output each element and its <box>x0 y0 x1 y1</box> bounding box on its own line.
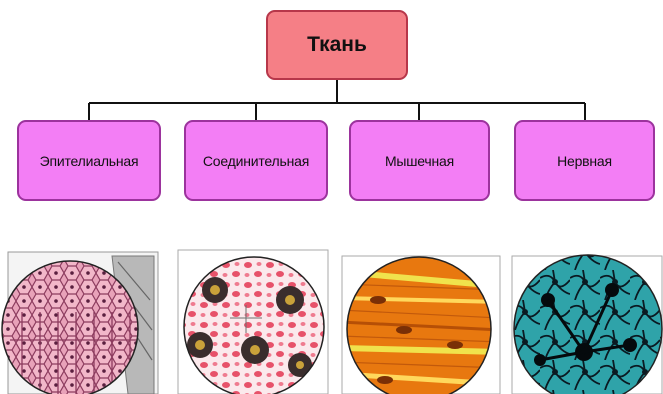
node-label: Нервная <box>557 153 612 169</box>
connectors <box>89 80 585 120</box>
connective-tissue-image <box>178 250 328 394</box>
node-label: Эпителиальная <box>40 153 139 169</box>
node-label: Соединительная <box>203 153 309 169</box>
node-epithelial: Эпителиальная <box>17 120 161 201</box>
nervous-tissue-image <box>512 255 662 394</box>
node-connective: Соединительная <box>184 120 328 201</box>
epithelial-tissue-image <box>2 252 158 394</box>
node-nervous: Нервная <box>514 120 655 201</box>
muscle-tissue-image <box>340 256 500 394</box>
root-node: Ткань <box>266 10 408 80</box>
node-label: Мышечная <box>385 153 454 169</box>
node-muscle: Мышечная <box>349 120 490 201</box>
root-label: Ткань <box>307 33 367 57</box>
